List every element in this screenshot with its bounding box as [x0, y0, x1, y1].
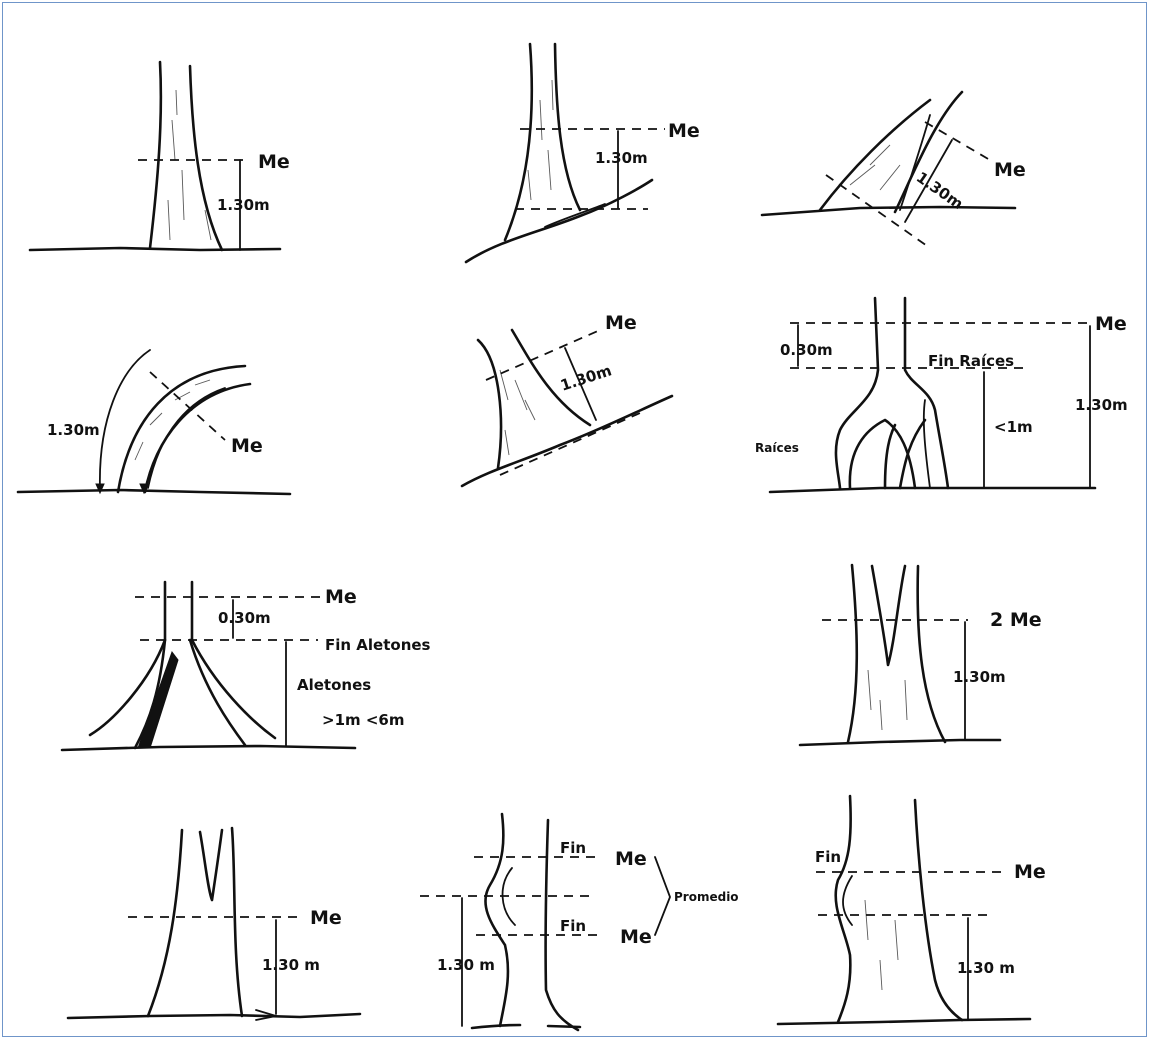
ground-line [800, 740, 1000, 745]
panel-deformed-above: Fin Me 1.30 m [778, 796, 1046, 1024]
height-label: 1.30m [217, 196, 270, 214]
panel-deformed-average: Fin Fin Me Me Promedio 1.30 m [420, 814, 739, 1030]
curved-arrow [100, 350, 150, 490]
lt1m-label: <1m [994, 418, 1033, 436]
fork [200, 830, 222, 900]
height-label: 1.30 m [957, 959, 1015, 977]
ground-line [18, 490, 290, 494]
promedio-label: Promedio [674, 890, 739, 904]
fork [872, 566, 905, 665]
me-label: Me [1014, 861, 1046, 883]
promedio-bracket [655, 857, 670, 935]
ground-line [778, 1019, 1030, 1024]
panel-stilt-roots: Me 0.30m Fin Raíces <1m 1.30m Raíces [755, 298, 1128, 492]
trunk-right [190, 66, 222, 250]
trunk-left [505, 44, 532, 240]
trunk-left [150, 62, 161, 248]
fin-raices-label: Fin Raíces [928, 352, 1014, 370]
ground-line [30, 248, 280, 250]
aletones-label: Aletones [297, 676, 371, 694]
trunk-left [478, 340, 501, 468]
trunk-left [485, 814, 508, 1026]
buttress-shadow [138, 652, 178, 748]
trunk-left [848, 565, 857, 742]
trunk-right [555, 44, 580, 210]
me-label: Me [605, 312, 637, 334]
ground-line [62, 746, 355, 750]
height-label: 1.30m [1075, 396, 1128, 414]
me-label: Me [325, 586, 357, 608]
panel-slope-tree: Me 1.30m [466, 44, 700, 262]
height-label: 1.30m [47, 421, 100, 439]
two-me-label: 2 Me [990, 609, 1042, 631]
me-label: Me [994, 159, 1026, 181]
me-label: Me [1095, 313, 1127, 335]
ground-line [472, 1025, 580, 1028]
height-label: 1.30m [953, 668, 1006, 686]
trunk-left [148, 830, 182, 1016]
trunk-right [918, 566, 945, 742]
ground-line [762, 207, 1015, 215]
height-label: 1.30 m [262, 956, 320, 974]
fin-aletones-label: Fin Aletones [325, 636, 431, 654]
offset-label: 0.30m [780, 341, 833, 359]
height-label: 1.30 m [437, 956, 495, 974]
me-label: Me [258, 151, 290, 173]
me-top-label: Me [615, 848, 647, 870]
ground-line [770, 488, 1095, 492]
fin-top-label: Fin [560, 839, 586, 857]
height-label: 1.30m [595, 149, 648, 167]
panel-arched-tree: Me 1.30m [18, 350, 290, 494]
trunk-outer [118, 366, 245, 492]
offset-label: 0.30m [218, 609, 271, 627]
me-label: Me [231, 435, 263, 457]
panel-buttress-tree: Me 0.30m Fin Aletones Aletones >1m <6m [62, 582, 431, 750]
panel-fork-above: 2 Me 1.30m [800, 565, 1042, 745]
height-label: 1.30m [558, 361, 614, 394]
panel-leaning-tree: Me 1.30m [762, 92, 1026, 248]
ground-line [462, 396, 672, 486]
raices-label: Raíces [755, 441, 799, 455]
panel-fork-at: Me 1.30 m [68, 828, 360, 1020]
me-label: Me [668, 120, 700, 142]
trunk-left [820, 100, 930, 210]
trunk-right [232, 828, 242, 1016]
fin-label: Fin [815, 848, 841, 866]
ground-line [68, 1014, 360, 1018]
trunk-right [915, 800, 962, 1020]
me-label: Me [310, 907, 342, 929]
panel-steep-slope-tree: Me 1.30m [462, 312, 672, 486]
me-bottom-label: Me [620, 926, 652, 948]
panel-straight-tree: Me 1.30m [30, 62, 290, 250]
trunk-left [836, 298, 878, 488]
range-label: >1m <6m [322, 711, 405, 729]
fin-bottom-label: Fin [560, 917, 586, 935]
